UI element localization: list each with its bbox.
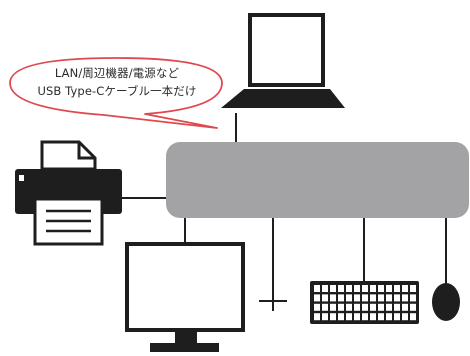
ground-icon	[259, 300, 287, 311]
keyboard-key	[330, 303, 336, 311]
keyboard-key	[346, 294, 352, 302]
laptop-icon	[221, 13, 345, 108]
keyboard-key	[378, 285, 384, 292]
connection-lines	[122, 113, 447, 300]
keyboard-key	[378, 294, 384, 302]
keyboard-key	[322, 294, 328, 302]
bubble-text-line-2: USB Type-Cケーブル一本だけ	[37, 84, 197, 98]
keyboard-key	[322, 303, 328, 311]
printer-icon	[15, 140, 122, 246]
keyboard-key	[362, 285, 368, 292]
keyboard-key	[330, 285, 336, 292]
monitor-icon	[125, 242, 245, 352]
keyboard-key	[386, 313, 392, 321]
keyboard-key	[410, 285, 416, 292]
keyboard-key	[370, 303, 376, 311]
keyboard-key	[362, 313, 368, 321]
keyboard-key	[354, 303, 360, 311]
keyboard-key	[394, 285, 400, 292]
keyboard-key	[314, 285, 320, 292]
keyboard-key	[346, 285, 352, 292]
keyboard-key	[330, 313, 336, 321]
keyboard-key	[370, 313, 376, 321]
keyboard-key	[338, 313, 344, 321]
keyboard-key	[410, 294, 416, 302]
keyboard-key	[314, 294, 320, 302]
keyboard-key	[378, 313, 384, 321]
keyboard-key	[354, 313, 360, 321]
keyboard-key	[394, 294, 400, 302]
keyboard-key	[338, 303, 344, 311]
mouse-icon	[432, 283, 460, 321]
keyboard-key	[370, 285, 376, 292]
keyboard-key	[330, 294, 336, 302]
keyboard-key	[322, 285, 328, 292]
keyboard-key	[346, 313, 352, 321]
keyboard-key	[386, 285, 392, 292]
keyboard-key	[402, 313, 408, 321]
speech-bubble	[9, 57, 223, 129]
keyboard-key	[338, 285, 344, 292]
keyboard-key	[346, 303, 352, 311]
keyboard-key	[378, 303, 384, 311]
keyboard-key	[394, 303, 400, 311]
docking-hub	[166, 142, 469, 218]
keyboard-key	[402, 294, 408, 302]
keyboard-key	[402, 303, 408, 311]
keyboard-key	[322, 313, 328, 321]
bubble-text-line-1: LAN/周辺機器/電源など	[54, 66, 180, 80]
keyboard-key	[410, 303, 416, 311]
keyboard-key	[354, 285, 360, 292]
keyboard-key	[386, 294, 392, 302]
keyboard-key	[386, 303, 392, 311]
keyboard-icon	[310, 281, 419, 324]
keyboard-key	[402, 285, 408, 292]
keyboard-key	[314, 303, 320, 311]
keyboard-key	[362, 294, 368, 302]
keyboard-key	[394, 313, 400, 321]
keyboard-key	[354, 294, 360, 302]
keyboard-key	[370, 294, 376, 302]
keyboard-key	[338, 294, 344, 302]
keyboard-key	[314, 313, 320, 321]
keyboard-key	[362, 303, 368, 311]
keyboard-key	[410, 313, 416, 321]
